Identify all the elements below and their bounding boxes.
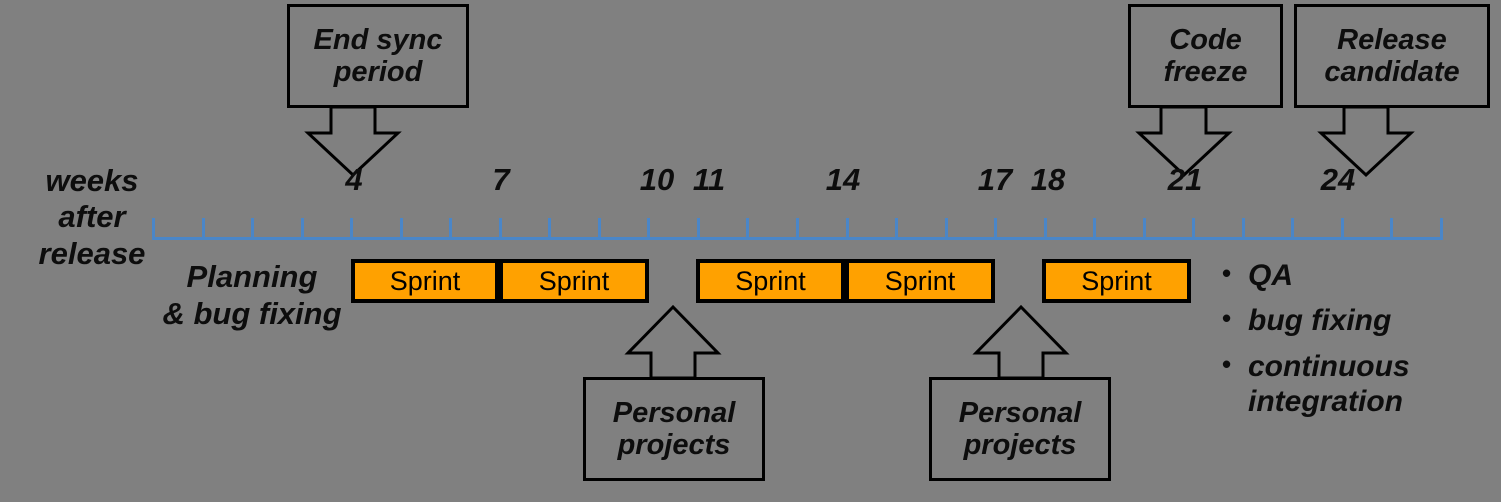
axis-tick — [251, 218, 254, 240]
callout-personal-projects-2: Personal projects — [929, 377, 1111, 481]
week-label-10: 10 — [639, 162, 675, 197]
axis-tick — [1440, 218, 1443, 240]
sprint-box-5[interactable]: Sprint — [1042, 259, 1191, 303]
callout-personal-projects-1-arrow-icon — [624, 304, 722, 380]
axis-tick — [449, 218, 452, 240]
callout-personal-projects-1-line2: projects — [617, 429, 731, 461]
axis-tick — [1093, 218, 1096, 240]
axis-tick — [895, 218, 898, 240]
axis-tick — [598, 218, 601, 240]
callout-personal-projects-1-line1: Personal — [612, 396, 736, 429]
axis-tick — [1341, 218, 1344, 240]
callout-end-sync-period-line2: period — [333, 56, 423, 88]
week-label-4: 4 — [345, 162, 363, 197]
axis-tick — [1242, 218, 1245, 240]
axis-tick — [499, 218, 502, 240]
axis-tick — [1192, 218, 1195, 240]
callout-end-sync-period-line1: End sync — [313, 23, 443, 56]
sprint-box-3[interactable]: Sprint — [696, 259, 845, 303]
axis-caption-line2: after — [58, 199, 126, 235]
callout-release-candidate-line1: Release — [1337, 23, 1447, 56]
axis-tick — [994, 218, 997, 240]
axis-caption: weeks after release — [22, 163, 162, 272]
week-label-11: 11 — [692, 162, 726, 197]
callout-code-freeze-line2: freeze — [1163, 56, 1248, 88]
axis-tick — [697, 218, 700, 240]
callout-personal-projects-1: Personal projects — [583, 377, 765, 481]
week-label-14: 14 — [825, 162, 861, 197]
axis-tick — [1291, 218, 1294, 240]
week-label-21: 21 — [1167, 162, 1203, 197]
axis-tick — [152, 218, 155, 240]
axis-tick — [746, 218, 749, 240]
callout-end-sync-period-arrow-icon — [304, 105, 402, 178]
week-label-18: 18 — [1030, 162, 1066, 197]
sprint-box-4[interactable]: Sprint — [845, 259, 995, 303]
week-label-24: 24 — [1320, 162, 1356, 197]
callout-code-freeze: Code freeze — [1128, 4, 1283, 108]
callout-release-candidate-arrow-icon — [1317, 105, 1415, 178]
sprint-box-2[interactable]: Sprint — [499, 259, 649, 303]
axis-tick — [1044, 218, 1047, 240]
phase-label-planning-line2: & bug fixing — [162, 296, 342, 332]
phase-label-planning-line1: Planning — [186, 259, 318, 294]
bullet-marker-icon: • — [1222, 258, 1232, 288]
callout-code-freeze-line1: Code — [1169, 23, 1242, 56]
list-item: • continuous integration — [1222, 349, 1492, 420]
activities-bullet-list: • QA • bug fixing • continuous integrati… — [1222, 258, 1492, 430]
list-item: • QA — [1222, 258, 1492, 293]
axis-tick — [796, 218, 799, 240]
callout-release-candidate: Release candidate — [1294, 4, 1490, 108]
axis-tick — [400, 218, 403, 240]
axis-tick — [945, 218, 948, 240]
callout-code-freeze-arrow-icon — [1135, 105, 1233, 178]
bullet-marker-icon: • — [1222, 348, 1232, 379]
bullet-text-bug-fixing: bug fixing — [1248, 304, 1392, 338]
axis-tick — [202, 218, 205, 240]
week-label-7: 7 — [492, 162, 510, 197]
callout-release-candidate-line2: candidate — [1324, 56, 1460, 88]
axis-tick — [301, 218, 304, 240]
phase-label-planning: Planning & bug fixing — [152, 258, 352, 332]
list-item: • bug fixing — [1222, 303, 1492, 338]
sprint-box-1[interactable]: Sprint — [351, 259, 499, 303]
week-label-17: 17 — [977, 162, 1013, 197]
bullet-text-qa: QA — [1248, 259, 1293, 292]
axis-tick — [548, 218, 551, 240]
callout-personal-projects-2-line2: projects — [963, 429, 1077, 461]
axis-tick — [846, 218, 849, 240]
axis-tick — [1390, 218, 1393, 240]
callout-personal-projects-2-arrow-icon — [972, 304, 1070, 380]
bullet-marker-icon: • — [1222, 303, 1232, 334]
callout-personal-projects-2-line1: Personal — [958, 396, 1082, 429]
axis-caption-line3: release — [38, 235, 146, 271]
timeline-axis — [152, 210, 1443, 242]
axis-tick — [350, 218, 353, 240]
bullet-text-continuous-integration: continuous integration — [1248, 349, 1410, 419]
axis-tick — [647, 218, 650, 240]
callout-end-sync-period: End sync period — [287, 4, 469, 108]
axis-tick — [1143, 218, 1146, 240]
axis-caption-line1: weeks — [45, 163, 139, 198]
